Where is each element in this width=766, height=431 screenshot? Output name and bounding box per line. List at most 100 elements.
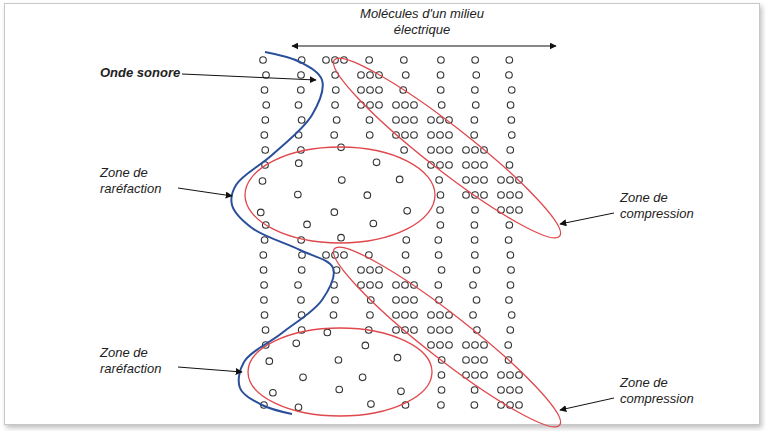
molecule-dot (411, 132, 418, 139)
molecule-dot (472, 102, 479, 109)
medium-label: Molécules d'un milieu électrique (352, 6, 492, 37)
wave-label: Onde sonore (100, 65, 182, 81)
molecule-dot (471, 387, 478, 394)
molecule-dot (261, 312, 268, 319)
molecule-dot (507, 372, 514, 379)
molecule-dot (298, 267, 305, 274)
molecule-dot (393, 282, 400, 289)
molecule-dot (367, 72, 374, 79)
molecule-dot (508, 267, 515, 274)
molecule-dot (505, 237, 512, 244)
molecule-dot (506, 57, 513, 64)
molecule-group (257, 57, 522, 411)
molecule-dot (402, 102, 409, 109)
molecule-dot (376, 282, 383, 289)
molecule-dot (471, 237, 478, 244)
molecule-dot (358, 267, 365, 274)
molecule-dot (438, 402, 445, 409)
molecule-dot (300, 374, 307, 381)
molecule-dot (472, 177, 479, 184)
molecule-dot (507, 147, 514, 154)
molecule-dot (358, 102, 365, 109)
molecule-dot (506, 162, 513, 169)
molecule-dot (437, 222, 444, 229)
compression-ellipse (321, 232, 573, 431)
molecule-dot (436, 177, 443, 184)
molecule-dot (472, 87, 479, 94)
molecule-dot (402, 252, 409, 259)
molecule-dot (437, 207, 444, 214)
molecule-dot (368, 401, 375, 408)
molecule-dot (261, 87, 268, 94)
molecule-dot (270, 389, 277, 396)
zone-label: Zone de compression (620, 375, 730, 406)
molecule-dot (335, 357, 342, 364)
molecule-dot (298, 117, 305, 124)
molecule-dot (446, 162, 453, 169)
molecule-dot (393, 327, 400, 334)
molecule-dot (366, 57, 373, 64)
molecule-dot (470, 312, 477, 319)
molecule-dot (435, 282, 442, 289)
molecule-dot (470, 282, 477, 289)
molecule-dot (446, 132, 453, 139)
molecule-dot (295, 160, 302, 167)
molecule-dot (402, 282, 409, 289)
width-arrow (292, 46, 556, 47)
molecule-dot (472, 207, 479, 214)
molecule-dot (471, 402, 478, 409)
molecule-dot (261, 297, 268, 304)
molecule-dot (411, 327, 418, 334)
molecule-dot (341, 57, 348, 64)
molecule-dot (260, 57, 267, 64)
molecule-dot (472, 372, 479, 379)
molecule-dot (332, 297, 339, 304)
molecule-dot (401, 57, 408, 64)
molecule-dot (463, 177, 470, 184)
molecule-dot (402, 132, 409, 139)
molecule-dot (507, 252, 514, 259)
molecule-dot (463, 192, 470, 199)
molecule-dot (261, 282, 268, 289)
molecule-dot (437, 132, 444, 139)
molecule-dot (446, 327, 453, 334)
molecule-dot (438, 387, 445, 394)
molecule-dot (266, 358, 273, 365)
molecule-dot (471, 222, 478, 229)
molecule-dot (367, 282, 374, 289)
molecule-dot (481, 372, 488, 379)
molecule-dot (498, 372, 505, 379)
molecule-dot (331, 132, 338, 139)
rarefaction-circle (245, 147, 435, 243)
molecule-dot (472, 147, 479, 154)
molecule-dot (411, 117, 418, 124)
molecule-dot (481, 357, 488, 364)
molecule-dot (471, 132, 478, 139)
molecule-dot (506, 222, 513, 229)
molecule-dot (332, 102, 339, 109)
zone-label: Zone de raréfaction (100, 165, 176, 196)
molecule-dot (463, 147, 470, 154)
molecule-dot (437, 72, 444, 79)
molecule-dot (446, 147, 453, 154)
molecule-dot (437, 342, 444, 349)
molecule-dot (298, 87, 305, 94)
molecule-dot (428, 312, 435, 319)
leader-arrow (560, 213, 614, 224)
molecule-dot (293, 340, 300, 347)
molecule-dot (472, 162, 479, 169)
molecule-dot (472, 357, 479, 364)
molecule-dot (435, 252, 442, 259)
molecule-dot (437, 87, 444, 94)
leader-arrow (560, 398, 614, 410)
molecule-dot (366, 117, 373, 124)
molecule-dot (396, 176, 403, 183)
molecule-dot (505, 342, 512, 349)
molecule-dot (472, 57, 479, 64)
molecule-dot (402, 72, 409, 79)
molecule-dot (473, 267, 480, 274)
molecule-dot (473, 297, 480, 304)
molecule-dot (404, 208, 411, 215)
molecule-dot (376, 267, 383, 274)
